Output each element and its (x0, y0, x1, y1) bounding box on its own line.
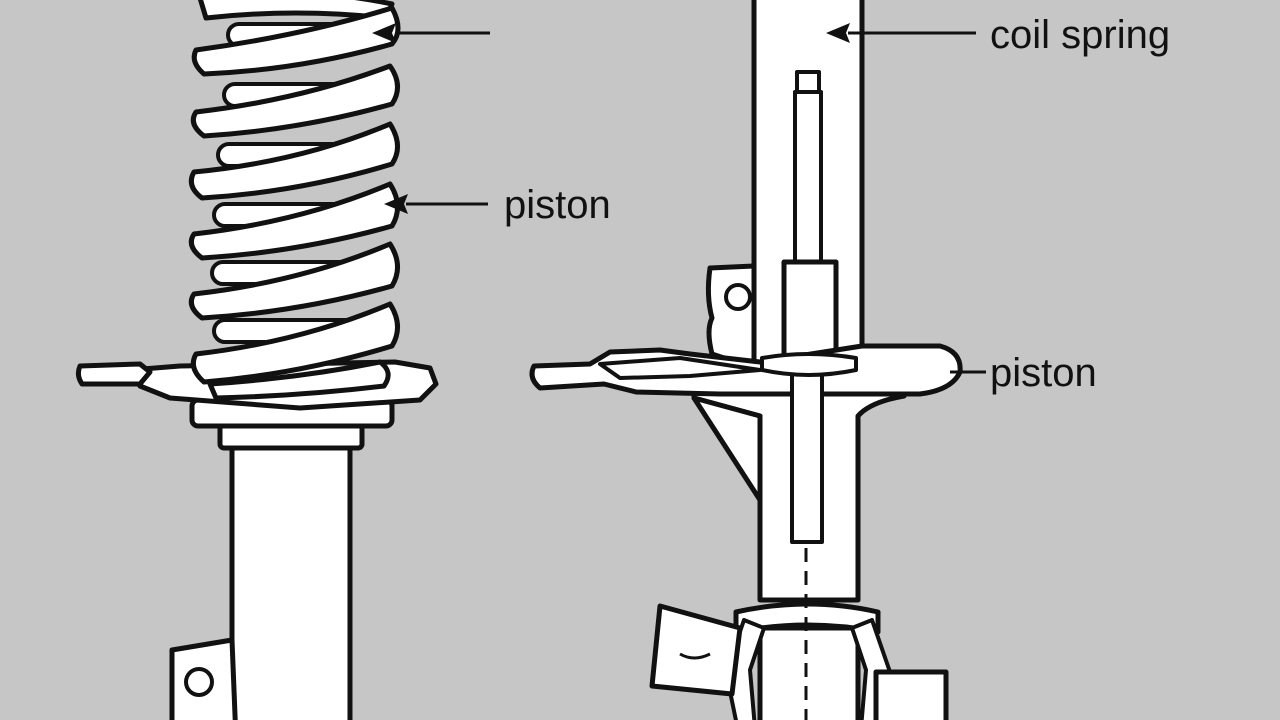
left-bracket-hole (184, 667, 214, 697)
right-strut-assembly (529, 0, 963, 720)
right-lower-tube (757, 625, 861, 720)
left-coil-spring (188, 0, 401, 401)
right-coil-spring-label: coil spring (990, 13, 1170, 57)
left-piston-label: piston (504, 183, 611, 227)
left-piston-leader (384, 194, 488, 214)
right-bracket-hole (724, 283, 752, 311)
left-spring-leader (372, 23, 490, 43)
right-knuckle-mark (679, 652, 711, 660)
right-knuckle-arm (649, 603, 743, 697)
right-coil-spring-leader (826, 23, 976, 43)
left-strut-assembly (75, 0, 439, 720)
right-side-bracket (705, 263, 757, 371)
right-piston-rod (793, 90, 823, 266)
right-spring-seat-slot (598, 356, 762, 380)
right-piston-label: piston (990, 351, 1097, 395)
right-piston-body (781, 259, 839, 365)
right-rod-guide (760, 352, 858, 377)
right-inner-rod-sleeve (790, 364, 824, 544)
left-seat-tab (75, 361, 153, 387)
right-lower-gusset (691, 395, 763, 503)
left-shock-body (229, 437, 353, 720)
right-base-block (873, 669, 949, 720)
